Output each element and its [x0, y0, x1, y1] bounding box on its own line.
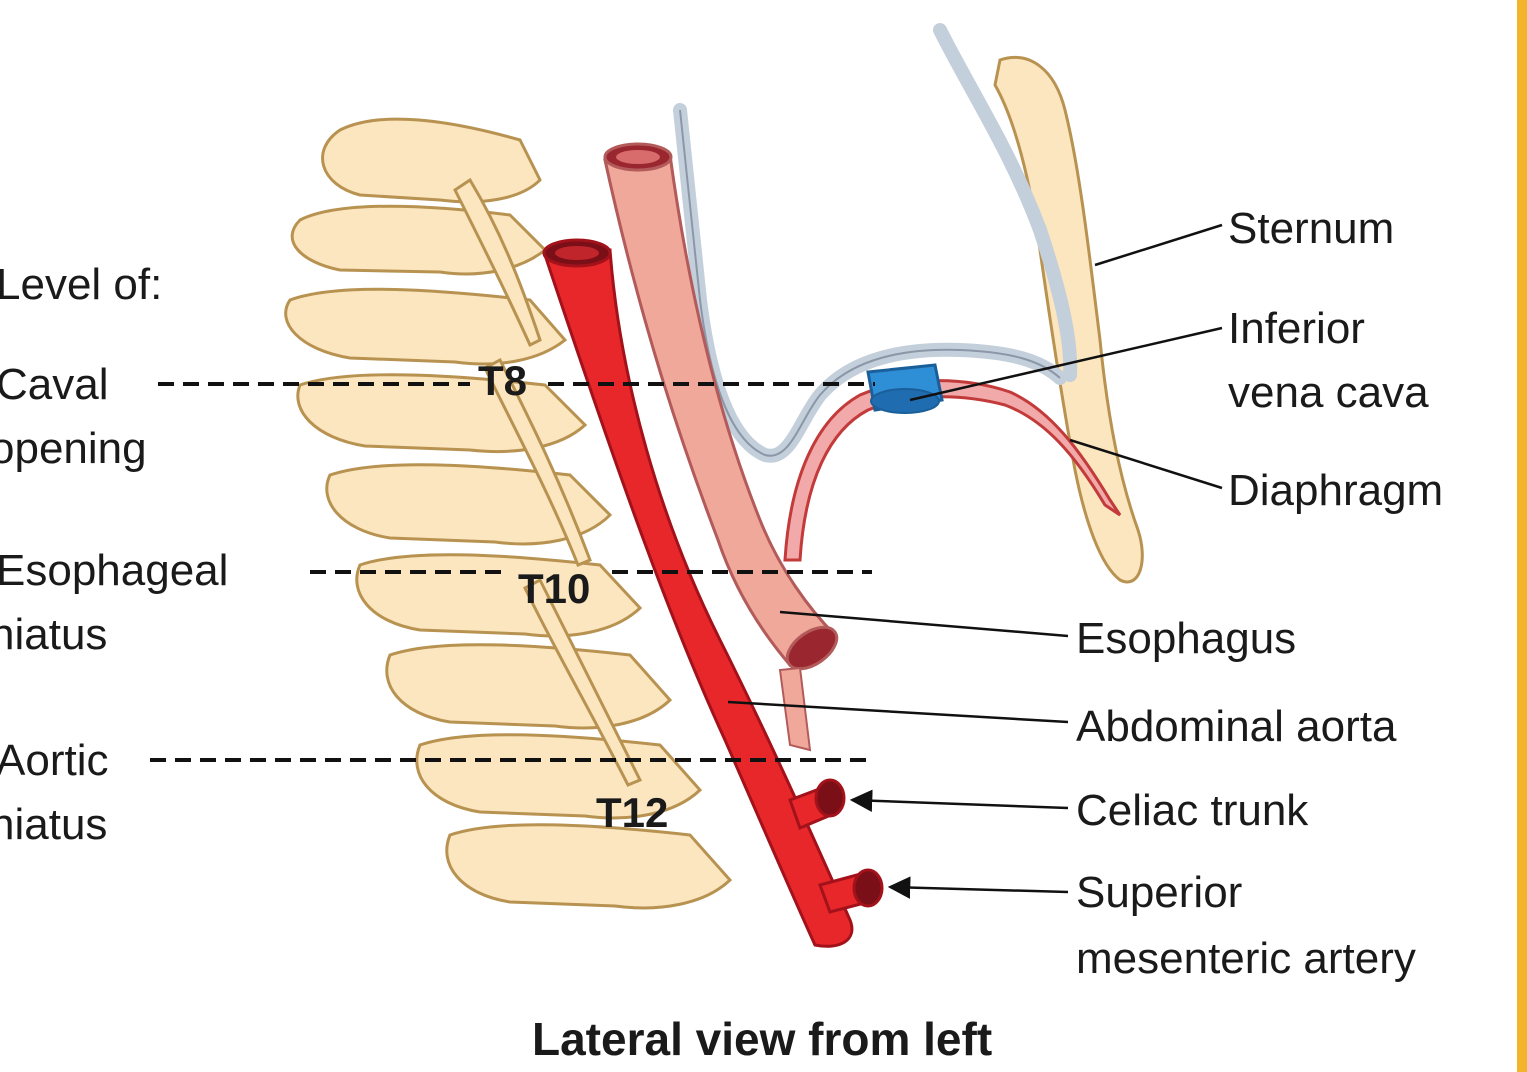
level-t8: T8 [478, 357, 528, 404]
sma-label: Superior [1076, 868, 1243, 917]
esophagus-label: Esophagus [1076, 614, 1297, 663]
aortic-hiatus-label-line2: hiatus [0, 800, 108, 849]
ivc-shape [866, 363, 944, 414]
caval-opening-label: Caval [0, 360, 109, 409]
caval-opening-label-line2: opening [0, 424, 147, 473]
esophageal-hiatus-label: Esophageal [0, 546, 229, 595]
esophageal-hiatus-label-line2: hiatus [0, 610, 108, 659]
page-border-accent [1517, 0, 1527, 1072]
abdominal-aorta-label: Abdominal aorta [1076, 702, 1397, 751]
aorta-tube [542, 238, 884, 948]
level-heading: Level of: [0, 260, 163, 309]
sternum-label: Sternum [1228, 204, 1395, 253]
esophagus-tube [603, 142, 839, 752]
diaphragm-shape [783, 379, 1122, 562]
celiac-trunk-label: Celiac trunk [1076, 786, 1309, 835]
ivc-label: Inferior [1228, 304, 1365, 353]
level-t12: T12 [596, 789, 669, 836]
level-lines [150, 382, 875, 762]
level-t10: T10 [518, 565, 591, 612]
vertebral-column [284, 117, 733, 910]
leader-lines [727, 223, 1223, 899]
ivc-label-line2: vena cava [1228, 368, 1429, 417]
diaphragm-label: Diaphragm [1228, 466, 1444, 515]
diagram-caption: Lateral view from left [532, 1013, 993, 1065]
sma-label-line2: mesenteric artery [1076, 934, 1416, 983]
aortic-hiatus-label: Aortic [0, 736, 109, 785]
